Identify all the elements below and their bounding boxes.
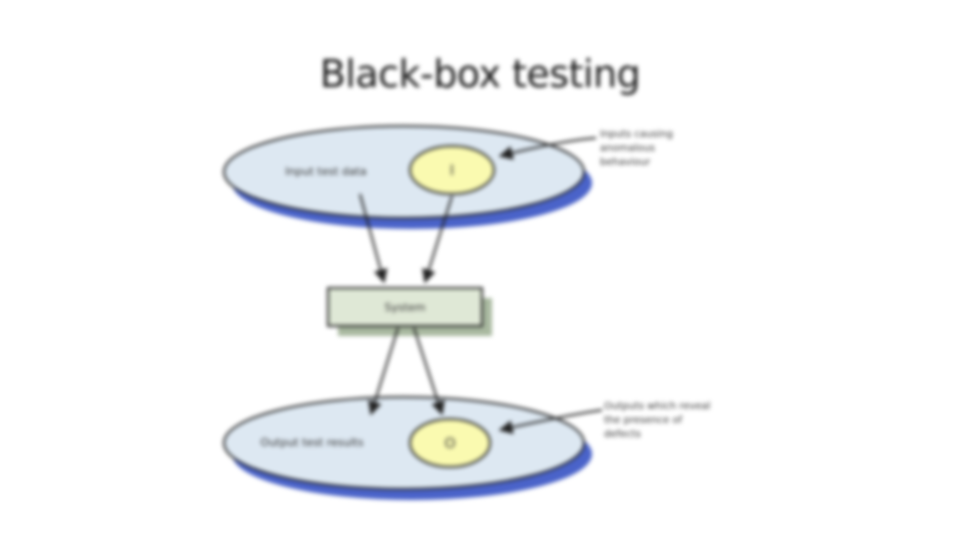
output-set-label: Output test results xyxy=(260,436,363,449)
input-note-line: anomalous xyxy=(600,143,655,154)
output-set: Output test results O xyxy=(223,396,592,500)
input-subset-label: I xyxy=(450,163,454,179)
output-note-pointer xyxy=(498,409,603,435)
input-note-pointer xyxy=(498,137,597,160)
output-set-ellipse xyxy=(223,396,585,490)
page-title: Black-box testing xyxy=(319,52,641,96)
arrow-input-data-to-system xyxy=(359,193,388,284)
arrow-system-to-output-subset xyxy=(413,327,445,416)
output-note: Outputs which reveal the presence of def… xyxy=(604,400,710,442)
system-box-rect xyxy=(327,287,483,327)
input-note-line: Inputs causing xyxy=(600,129,673,140)
output-note-line: the presence of xyxy=(604,415,683,426)
input-set-ellipse xyxy=(223,125,585,219)
output-subset xyxy=(409,418,491,468)
input-note: Inputs causing anomalous behaviour xyxy=(600,128,673,170)
arrow-input-subset-to-system xyxy=(422,195,453,284)
output-note-line: Outputs which reveal xyxy=(604,401,711,412)
output-subset-label: O xyxy=(444,436,455,452)
input-note-line: behaviour xyxy=(600,157,651,168)
input-set-label: Input test data xyxy=(285,165,366,178)
output-note-line: defects xyxy=(604,429,641,440)
arrow-system-to-output-results xyxy=(368,327,399,416)
input-subset xyxy=(409,145,495,195)
input-set: Input test data I xyxy=(223,125,592,229)
system-label: System xyxy=(384,301,425,314)
system-box: System xyxy=(327,287,492,336)
